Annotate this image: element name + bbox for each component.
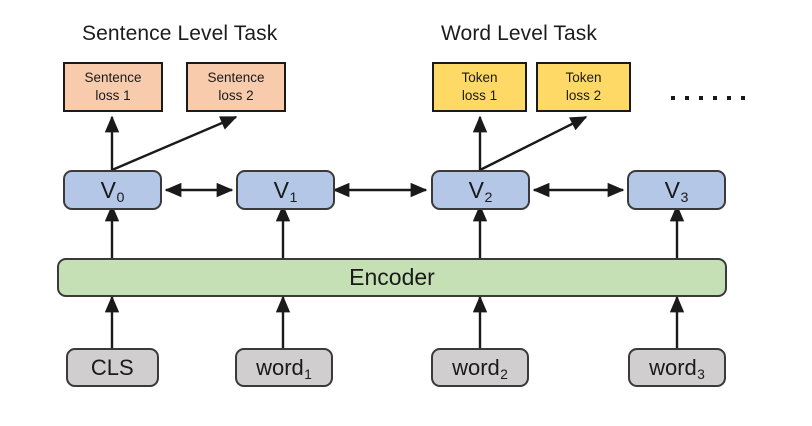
v-node-1-label: V1 <box>273 176 298 206</box>
ellipsis-dot <box>699 96 703 100</box>
v-node-3-label: V3 <box>664 176 689 206</box>
v-node-2-label: V2 <box>468 176 493 206</box>
ellipsis-dot <box>727 96 731 100</box>
input-token-word1[interactable]: word1 <box>235 348 333 387</box>
sentence-loss-1-line2: loss 1 <box>95 88 131 103</box>
ellipsis-dot <box>671 96 675 100</box>
token-loss-2-line1: Token <box>565 69 602 85</box>
encoder-label: Encoder <box>349 264 435 290</box>
input-token-cls[interactable]: CLS <box>66 348 159 387</box>
arrow-v0-to-sentence-loss-2 <box>111 115 238 172</box>
word-level-task-title: Word Level Task <box>441 22 597 45</box>
token-loss-2-box[interactable]: Token loss 2 <box>536 62 631 112</box>
sentence-loss-1-line1: Sentence <box>84 69 142 85</box>
v-node-3[interactable]: V3 <box>627 170 726 210</box>
ellipsis-indicator <box>671 96 745 100</box>
arrow-v2-to-token-loss-2 <box>479 115 588 172</box>
ellipsis-dot <box>685 96 689 100</box>
token-loss-2-line2: loss 2 <box>565 88 602 103</box>
ellipsis-dot <box>741 96 745 100</box>
sentence-loss-1-box[interactable]: Sentence loss 1 <box>63 62 163 112</box>
ellipsis-dot <box>713 96 717 100</box>
v-node-1[interactable]: V1 <box>236 170 335 210</box>
v-node-2[interactable]: V2 <box>431 170 530 210</box>
input-token-word2[interactable]: word2 <box>431 348 529 387</box>
encoder-block[interactable]: Encoder <box>57 258 727 297</box>
token-loss-1-box[interactable]: Token loss 1 <box>432 62 527 112</box>
input-token-word3-label: word3 <box>649 354 705 382</box>
sentence-loss-2-box[interactable]: Sentence loss 2 <box>186 62 286 112</box>
token-loss-1-line1: Token <box>461 69 498 85</box>
sentence-loss-2-line1: Sentence <box>207 69 265 85</box>
sentence-level-task-title: Sentence Level Task <box>82 22 278 45</box>
token-loss-1-line2: loss 1 <box>461 88 498 103</box>
sentence-loss-2-line2: loss 2 <box>218 88 254 103</box>
input-token-cls-label: CLS <box>90 354 134 380</box>
v-node-0[interactable]: V0 <box>63 170 162 210</box>
input-token-word1-label: word1 <box>256 354 312 382</box>
v-node-0-label: V0 <box>100 176 125 206</box>
input-token-word2-label: word2 <box>452 354 508 382</box>
input-token-word3[interactable]: word3 <box>628 348 726 387</box>
